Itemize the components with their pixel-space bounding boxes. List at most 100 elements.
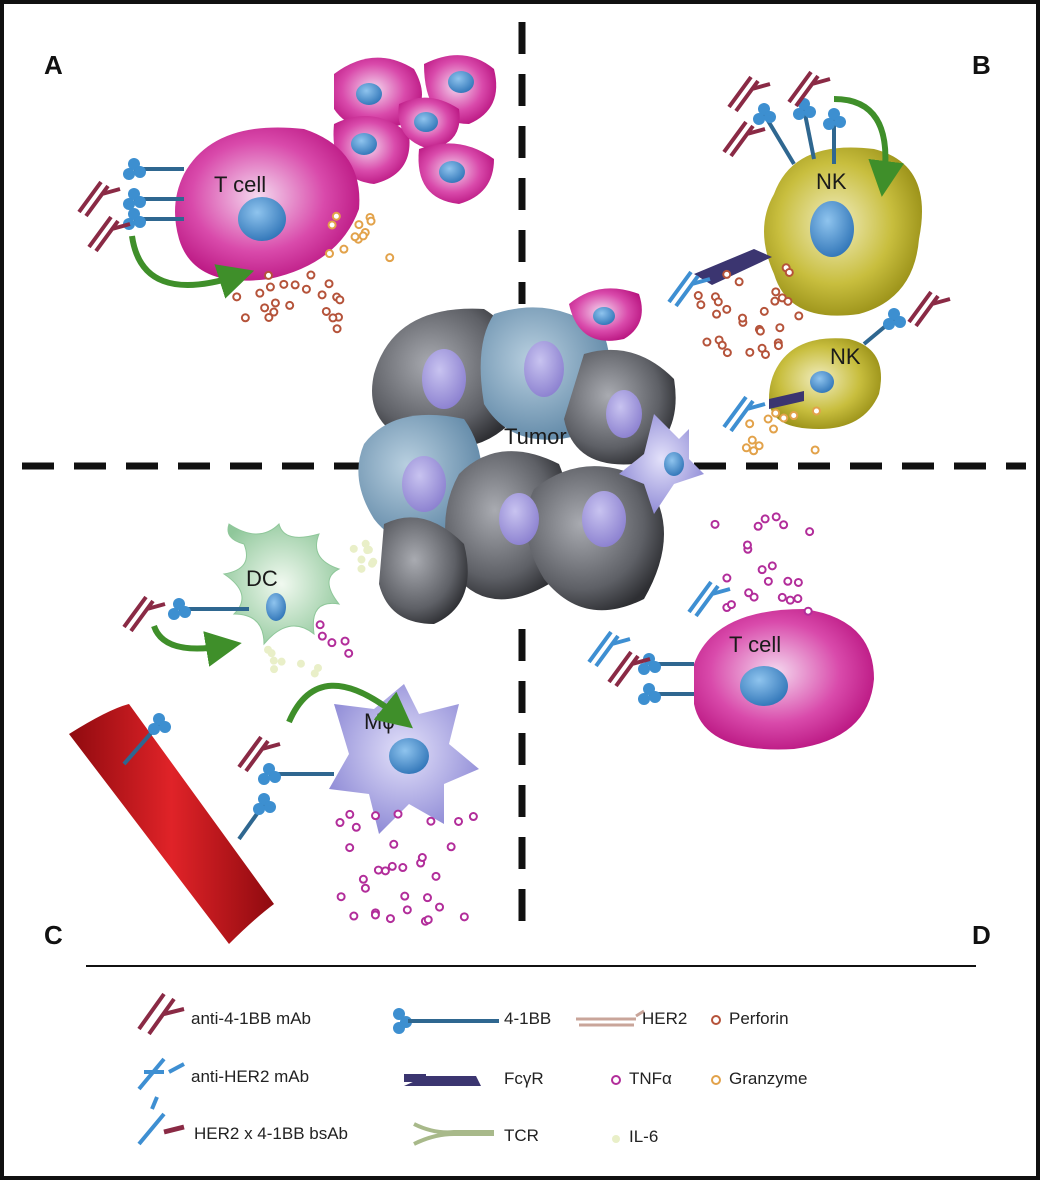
granzyme-dot <box>769 424 779 434</box>
il6-dot <box>364 545 373 554</box>
perforin-dot <box>240 313 250 323</box>
t-cell-d: T cell <box>694 609 874 750</box>
tnfa-dot <box>777 592 787 602</box>
4-1bb-head <box>269 771 281 783</box>
tnfa-dot <box>336 892 346 902</box>
molecules <box>77 70 951 841</box>
tnfa-dot <box>389 839 399 849</box>
legend-granzyme: Granzyme <box>711 1069 807 1088</box>
il6-dot <box>296 659 305 668</box>
tnfa-dot <box>710 519 720 529</box>
granzyme-dot <box>366 216 376 226</box>
perforin-dot <box>335 295 345 305</box>
tnfa-dot <box>793 594 803 604</box>
tnfa-dot <box>351 822 361 832</box>
tnfa-dot <box>722 573 732 583</box>
granzyme-dot <box>354 220 364 230</box>
tnfa-dot <box>417 853 427 863</box>
il6-dot <box>277 657 286 666</box>
tnfa-dot <box>340 636 350 646</box>
il6-dot <box>270 665 279 674</box>
perforin-dot <box>734 277 744 287</box>
dendritic-cell: DC <box>222 523 341 646</box>
legend-perforin: Perforin <box>711 1009 789 1028</box>
perforin-dot <box>696 300 706 310</box>
perforin-dot <box>324 279 334 289</box>
perforin-dot <box>722 304 732 314</box>
tnfa-dot <box>393 809 403 819</box>
il6-dot <box>361 539 370 548</box>
tnfa-dot <box>345 843 355 853</box>
perforin-dot <box>264 312 274 322</box>
anti-her2-antibody <box>667 270 711 308</box>
4-1bb-head <box>649 661 661 673</box>
tnfa-dot <box>757 565 767 575</box>
activation-arrow-a <box>129 235 255 299</box>
tnfa-dot <box>805 527 815 537</box>
small-macrophage <box>619 414 704 514</box>
nk-1-label: NK <box>816 169 847 194</box>
il6-dot <box>357 555 366 564</box>
4-1bb-head <box>134 216 146 228</box>
tnfa-dot <box>398 863 408 873</box>
4-1bb-head <box>764 111 776 123</box>
activation-arrow-b <box>833 96 905 197</box>
perforin-dot <box>270 298 280 308</box>
activation-arrow-c <box>151 624 242 667</box>
4-1bb-head <box>883 318 895 330</box>
perforin-dot <box>285 300 295 310</box>
legend-label: anti-4-1BB mAb <box>191 1009 311 1028</box>
fcgr-receptor <box>694 249 804 409</box>
tnfa-dot <box>358 874 368 884</box>
perforin-dot <box>260 303 270 313</box>
granzyme-dot <box>327 220 337 230</box>
anti-4-1bb-antibody <box>787 70 831 108</box>
granzyme-dot <box>779 413 789 423</box>
tnfa-dot <box>400 891 410 901</box>
tnfa-dot <box>763 576 773 586</box>
perforin-dot <box>255 288 265 298</box>
small-magenta-cell <box>569 288 642 341</box>
tnfa-dot <box>793 577 803 587</box>
tnfa-dot <box>335 818 345 828</box>
4-1bb-head <box>804 106 816 118</box>
anti-4-1bb-antibody <box>907 290 951 328</box>
4-1bb-head <box>168 608 180 620</box>
nk-2-label: NK <box>830 344 861 369</box>
4-1bb-head <box>179 606 191 618</box>
perforin-dot <box>759 306 769 316</box>
legend-tcr: TCR <box>413 1122 539 1146</box>
tnfa-dot <box>402 905 412 915</box>
tnfa-dot <box>370 910 380 920</box>
legend-label: FcγR <box>504 1069 544 1088</box>
tumor-mass: Tumor <box>358 307 676 624</box>
perforin-dot <box>784 267 794 277</box>
t-cell-a-label: T cell <box>214 172 266 197</box>
nucleus <box>238 197 286 241</box>
perforin-dot <box>332 324 342 334</box>
quadrant-dividers <box>22 22 1026 934</box>
perforin-dot <box>693 291 703 301</box>
tnfa-dot <box>345 809 355 819</box>
tnfa-dot <box>783 576 793 586</box>
t-cell-d-label: T cell <box>729 632 781 657</box>
legend-fcgr: FcγR <box>404 1069 544 1088</box>
legend-label: HER2 x 4-1BB bsAb <box>194 1124 348 1143</box>
tnfa-dot <box>454 816 464 826</box>
4-1bb-head <box>134 196 146 208</box>
perforin-dot <box>775 323 785 333</box>
perforin-dot <box>232 292 242 302</box>
dc-label: DC <box>246 566 278 591</box>
legend-label: Granzyme <box>729 1069 807 1088</box>
granzyme-dot <box>811 406 821 416</box>
perforin-dot <box>722 269 732 279</box>
tnfa-dot <box>373 865 383 875</box>
tnfa-dot <box>349 911 359 921</box>
perforin-dot <box>702 337 712 347</box>
tnfa-dot <box>435 902 445 912</box>
tnfa-dot <box>726 600 736 610</box>
cytokine-dots <box>232 211 821 926</box>
granzyme-dot <box>789 411 799 421</box>
4-1bb-head <box>134 166 146 178</box>
